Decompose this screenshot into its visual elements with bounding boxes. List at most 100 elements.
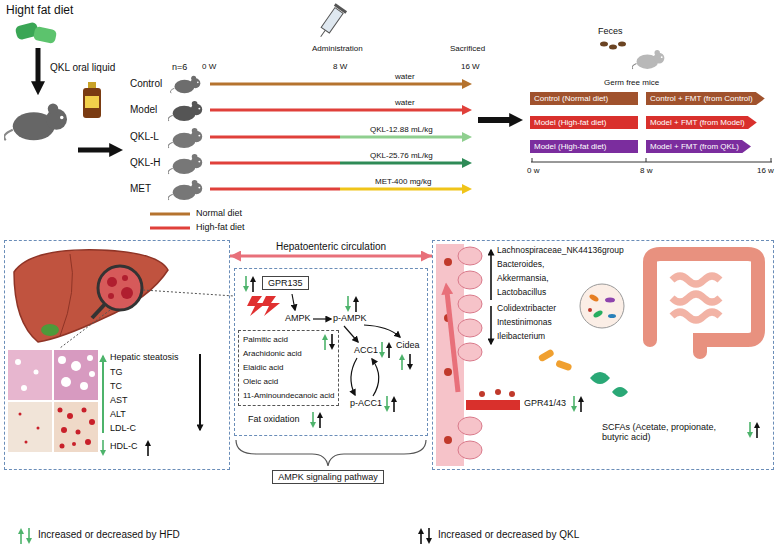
magnifier-icon — [122, 275, 128, 281]
pathway-arrow — [344, 326, 358, 342]
feces-icon — [600, 42, 608, 47]
intestinal-wall — [458, 319, 482, 337]
change-arrow — [329, 334, 335, 350]
label-text: Model — [130, 104, 157, 116]
bottle-icon — [83, 88, 101, 118]
liver-illustration — [60, 254, 72, 336]
syringe-icon — [315, 3, 347, 41]
change-arrow — [386, 342, 392, 358]
node-text: Akkermansia, — [497, 274, 549, 284]
node-text: Palmitic acid — [243, 333, 334, 347]
bottle-icon — [85, 96, 99, 108]
label-text: Germ free mice — [604, 78, 659, 87]
bottle-icon — [88, 82, 96, 88]
histology-image — [34, 370, 39, 375]
mouse-icon — [168, 154, 202, 174]
scfa-icon — [612, 387, 628, 397]
leader-line — [60, 310, 110, 348]
time-axis — [531, 162, 772, 163]
change-arrow — [747, 422, 753, 438]
intestinal-wall — [444, 258, 452, 266]
change-arrow — [317, 412, 323, 428]
label-text: Feces — [598, 26, 623, 36]
histology-image — [71, 361, 81, 371]
change-arrow — [490, 250, 492, 300]
feces-icon — [600, 42, 626, 50]
node-text: Oleic acid — [243, 375, 334, 389]
change-arrow — [353, 296, 359, 312]
legend-arrow-sample — [418, 528, 424, 544]
edge-label: Hepatoenteric circulation — [274, 241, 388, 253]
node-text: Lachnospiraceae_NK44136group — [497, 246, 624, 256]
treatment-timeline — [210, 109, 464, 112]
histology-image — [89, 371, 95, 377]
node-text: GPR135 — [268, 278, 303, 288]
receptor-bar — [495, 389, 501, 395]
treatment-timeline — [462, 184, 472, 194]
legend-arrow-sample — [26, 528, 32, 544]
node-text: Intestinimonas — [497, 318, 552, 328]
lightning-icon — [247, 296, 280, 316]
histology-image — [61, 377, 71, 387]
node-text: ACC1 — [354, 345, 378, 355]
legend-text: Normal diet — [196, 208, 242, 218]
legend-text: Increased or decreased by QKL — [438, 529, 579, 541]
change-arrow — [102, 356, 104, 433]
label-text: Administration — [312, 44, 363, 53]
node-text: Ileibacterium — [497, 332, 545, 342]
magnifier-icon — [98, 266, 142, 310]
label-text: 8 W — [333, 62, 347, 71]
label-text: 16 w — [757, 166, 774, 175]
intestine-icon — [672, 276, 720, 320]
histology-image — [85, 439, 91, 445]
syringe-icon — [321, 8, 343, 33]
treatment-timeline — [340, 136, 464, 139]
node-text: Model (High-fat diet) — [534, 118, 634, 127]
change-arrow — [199, 354, 201, 430]
histology-image — [58, 408, 63, 413]
time-axis — [771, 158, 772, 162]
magnifier-icon — [121, 287, 133, 299]
histology-image — [87, 355, 93, 361]
label-text: GPR41/43 — [524, 398, 566, 408]
receptor-box: GPR135 — [262, 276, 309, 290]
histology-image — [25, 441, 28, 444]
label-text: n=6 — [172, 62, 187, 72]
microbiota-icon — [580, 284, 624, 328]
microbiota-icon — [608, 314, 616, 318]
node-text: AST — [110, 395, 128, 405]
time-axis — [531, 158, 772, 162]
histology-image — [67, 413, 73, 419]
histology-image — [80, 382, 88, 390]
node-text: TC — [110, 381, 122, 391]
change-arrow — [571, 396, 577, 412]
label-text: 16 W — [461, 62, 480, 71]
legend-arrow-sample — [18, 528, 24, 544]
change-arrow — [391, 396, 397, 412]
mouse-icon — [168, 128, 202, 148]
node-text: p-AMPK — [333, 313, 367, 323]
label-text: Control — [130, 78, 162, 90]
liver-illustration — [14, 250, 168, 342]
label-text: 0 w — [527, 166, 539, 175]
treatment-timeline — [462, 132, 472, 142]
histology-image — [19, 413, 22, 416]
node-text: Model + FMT (from QKL) — [650, 142, 739, 151]
bottle-icon — [83, 82, 101, 118]
histology-image — [89, 419, 95, 425]
circulation-arrow — [230, 255, 432, 258]
time-axis — [646, 158, 647, 162]
fatty-acid-box: Palmitic acidArachidonic acidElaidic aci… — [238, 330, 339, 406]
receptor-bar — [466, 389, 520, 410]
leader-line — [143, 290, 234, 296]
label-text: MET — [130, 183, 151, 195]
intestinal-wall — [458, 441, 482, 459]
change-arrow — [399, 354, 405, 370]
scfa-icon — [538, 348, 555, 362]
treatment-timeline — [210, 188, 340, 191]
change-arrow — [100, 354, 200, 456]
intestinal-wall — [458, 417, 482, 435]
node-text: TG — [110, 367, 123, 377]
mouse-icon — [168, 180, 202, 200]
